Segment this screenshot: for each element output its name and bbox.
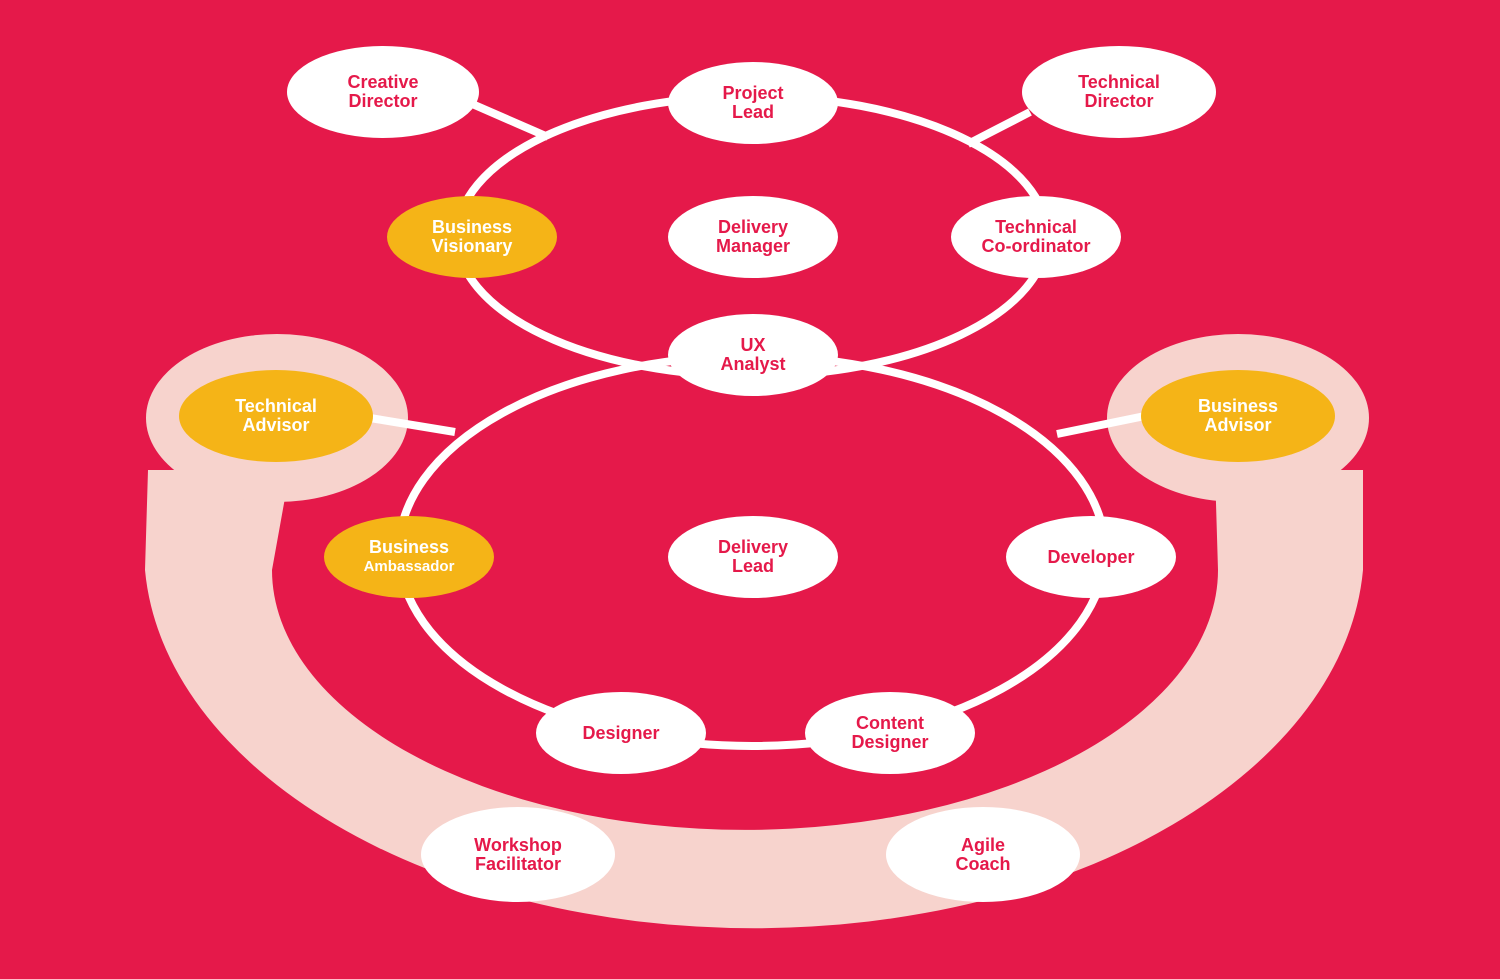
label-line2: Co-ordinator	[981, 236, 1091, 256]
label-line1: Technical	[235, 396, 317, 416]
node-label: Designer	[582, 722, 660, 743]
connectors	[369, 99, 1146, 438]
rings	[395, 92, 1109, 750]
label-line1: Workshop	[474, 834, 562, 855]
label-line2: Ambassador	[363, 558, 455, 575]
label-line1: UX	[740, 335, 766, 355]
label-line2: Facilitator	[474, 853, 561, 874]
label-line1: Technical	[1078, 72, 1160, 92]
label-line2: Designer	[851, 732, 929, 752]
label-line1: Agile	[960, 834, 1005, 855]
label-line1: Technical	[995, 217, 1077, 237]
label-line1: Business	[368, 537, 450, 557]
label-line2: Analyst	[720, 354, 786, 374]
node-designer[interactable]: Designer	[536, 692, 706, 774]
label-line1: Business	[431, 217, 513, 237]
label-line1: Project	[722, 83, 784, 103]
label-line2: Director	[348, 91, 418, 111]
label-line1: Creative	[347, 72, 419, 92]
label-line2: Advisor	[242, 415, 310, 435]
label-line1: Business	[1197, 396, 1279, 416]
label-line1: Designer	[582, 722, 660, 743]
label-line2: Manager	[715, 236, 791, 256]
label-line1: Developer	[1047, 546, 1135, 567]
label-line2: Lead	[731, 556, 774, 576]
node-label: Developer	[1047, 546, 1135, 567]
label-line1: Content	[856, 713, 924, 733]
node-developer[interactable]: Developer	[1006, 516, 1176, 598]
label-line2: Advisor	[1204, 415, 1272, 435]
label-line1: Delivery	[717, 217, 789, 237]
label-line2: Lead	[731, 102, 774, 122]
label-line1: Delivery	[717, 537, 789, 557]
label-line2: Director	[1084, 91, 1154, 111]
label-line2: Coach	[955, 853, 1011, 874]
label-line2: Visionary	[431, 236, 513, 256]
